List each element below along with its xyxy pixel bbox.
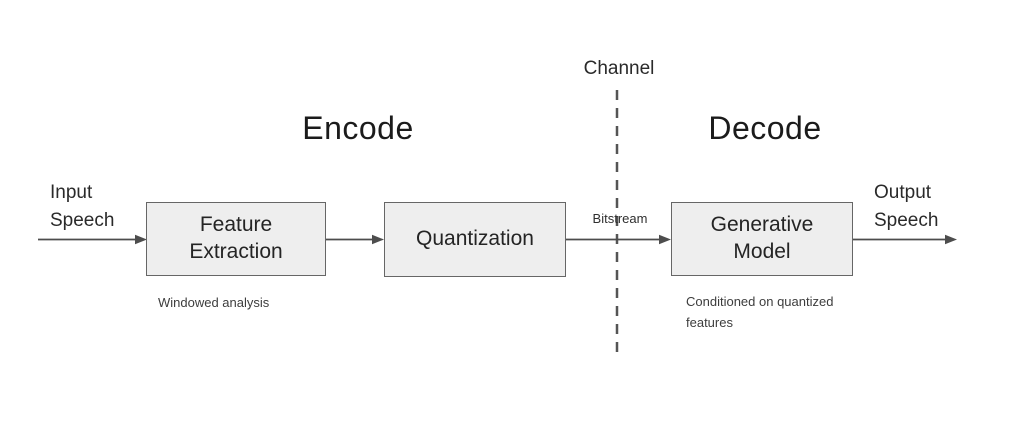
bitstream-label: Bitstream [592, 211, 648, 226]
quantization-block: Quantization [384, 202, 566, 277]
channel-label: Channel [583, 58, 655, 79]
generative-model-block: Generative Model [671, 202, 853, 276]
output-speech-label: Output Speech [874, 182, 939, 231]
arrow-right-icon [135, 234, 147, 245]
arrow-right-icon [659, 234, 671, 245]
encode-section-header: Encode [302, 110, 414, 146]
generative-model-block-label: Generative Model [710, 213, 814, 263]
feature-extraction-caption: Windowed analysis [158, 295, 270, 310]
quantization-block-label: Quantization [416, 227, 534, 251]
input-speech-label: Input Speech [50, 182, 115, 231]
feature-extraction-block: Feature Extraction [146, 202, 326, 276]
feature-extraction-block-label: Feature Extraction [189, 213, 283, 263]
arrow-right-icon [372, 234, 384, 245]
decode-section-header: Decode [708, 110, 822, 146]
generative-model-caption: Conditioned on quantized features [686, 294, 834, 330]
arrow-right-icon [945, 234, 957, 245]
